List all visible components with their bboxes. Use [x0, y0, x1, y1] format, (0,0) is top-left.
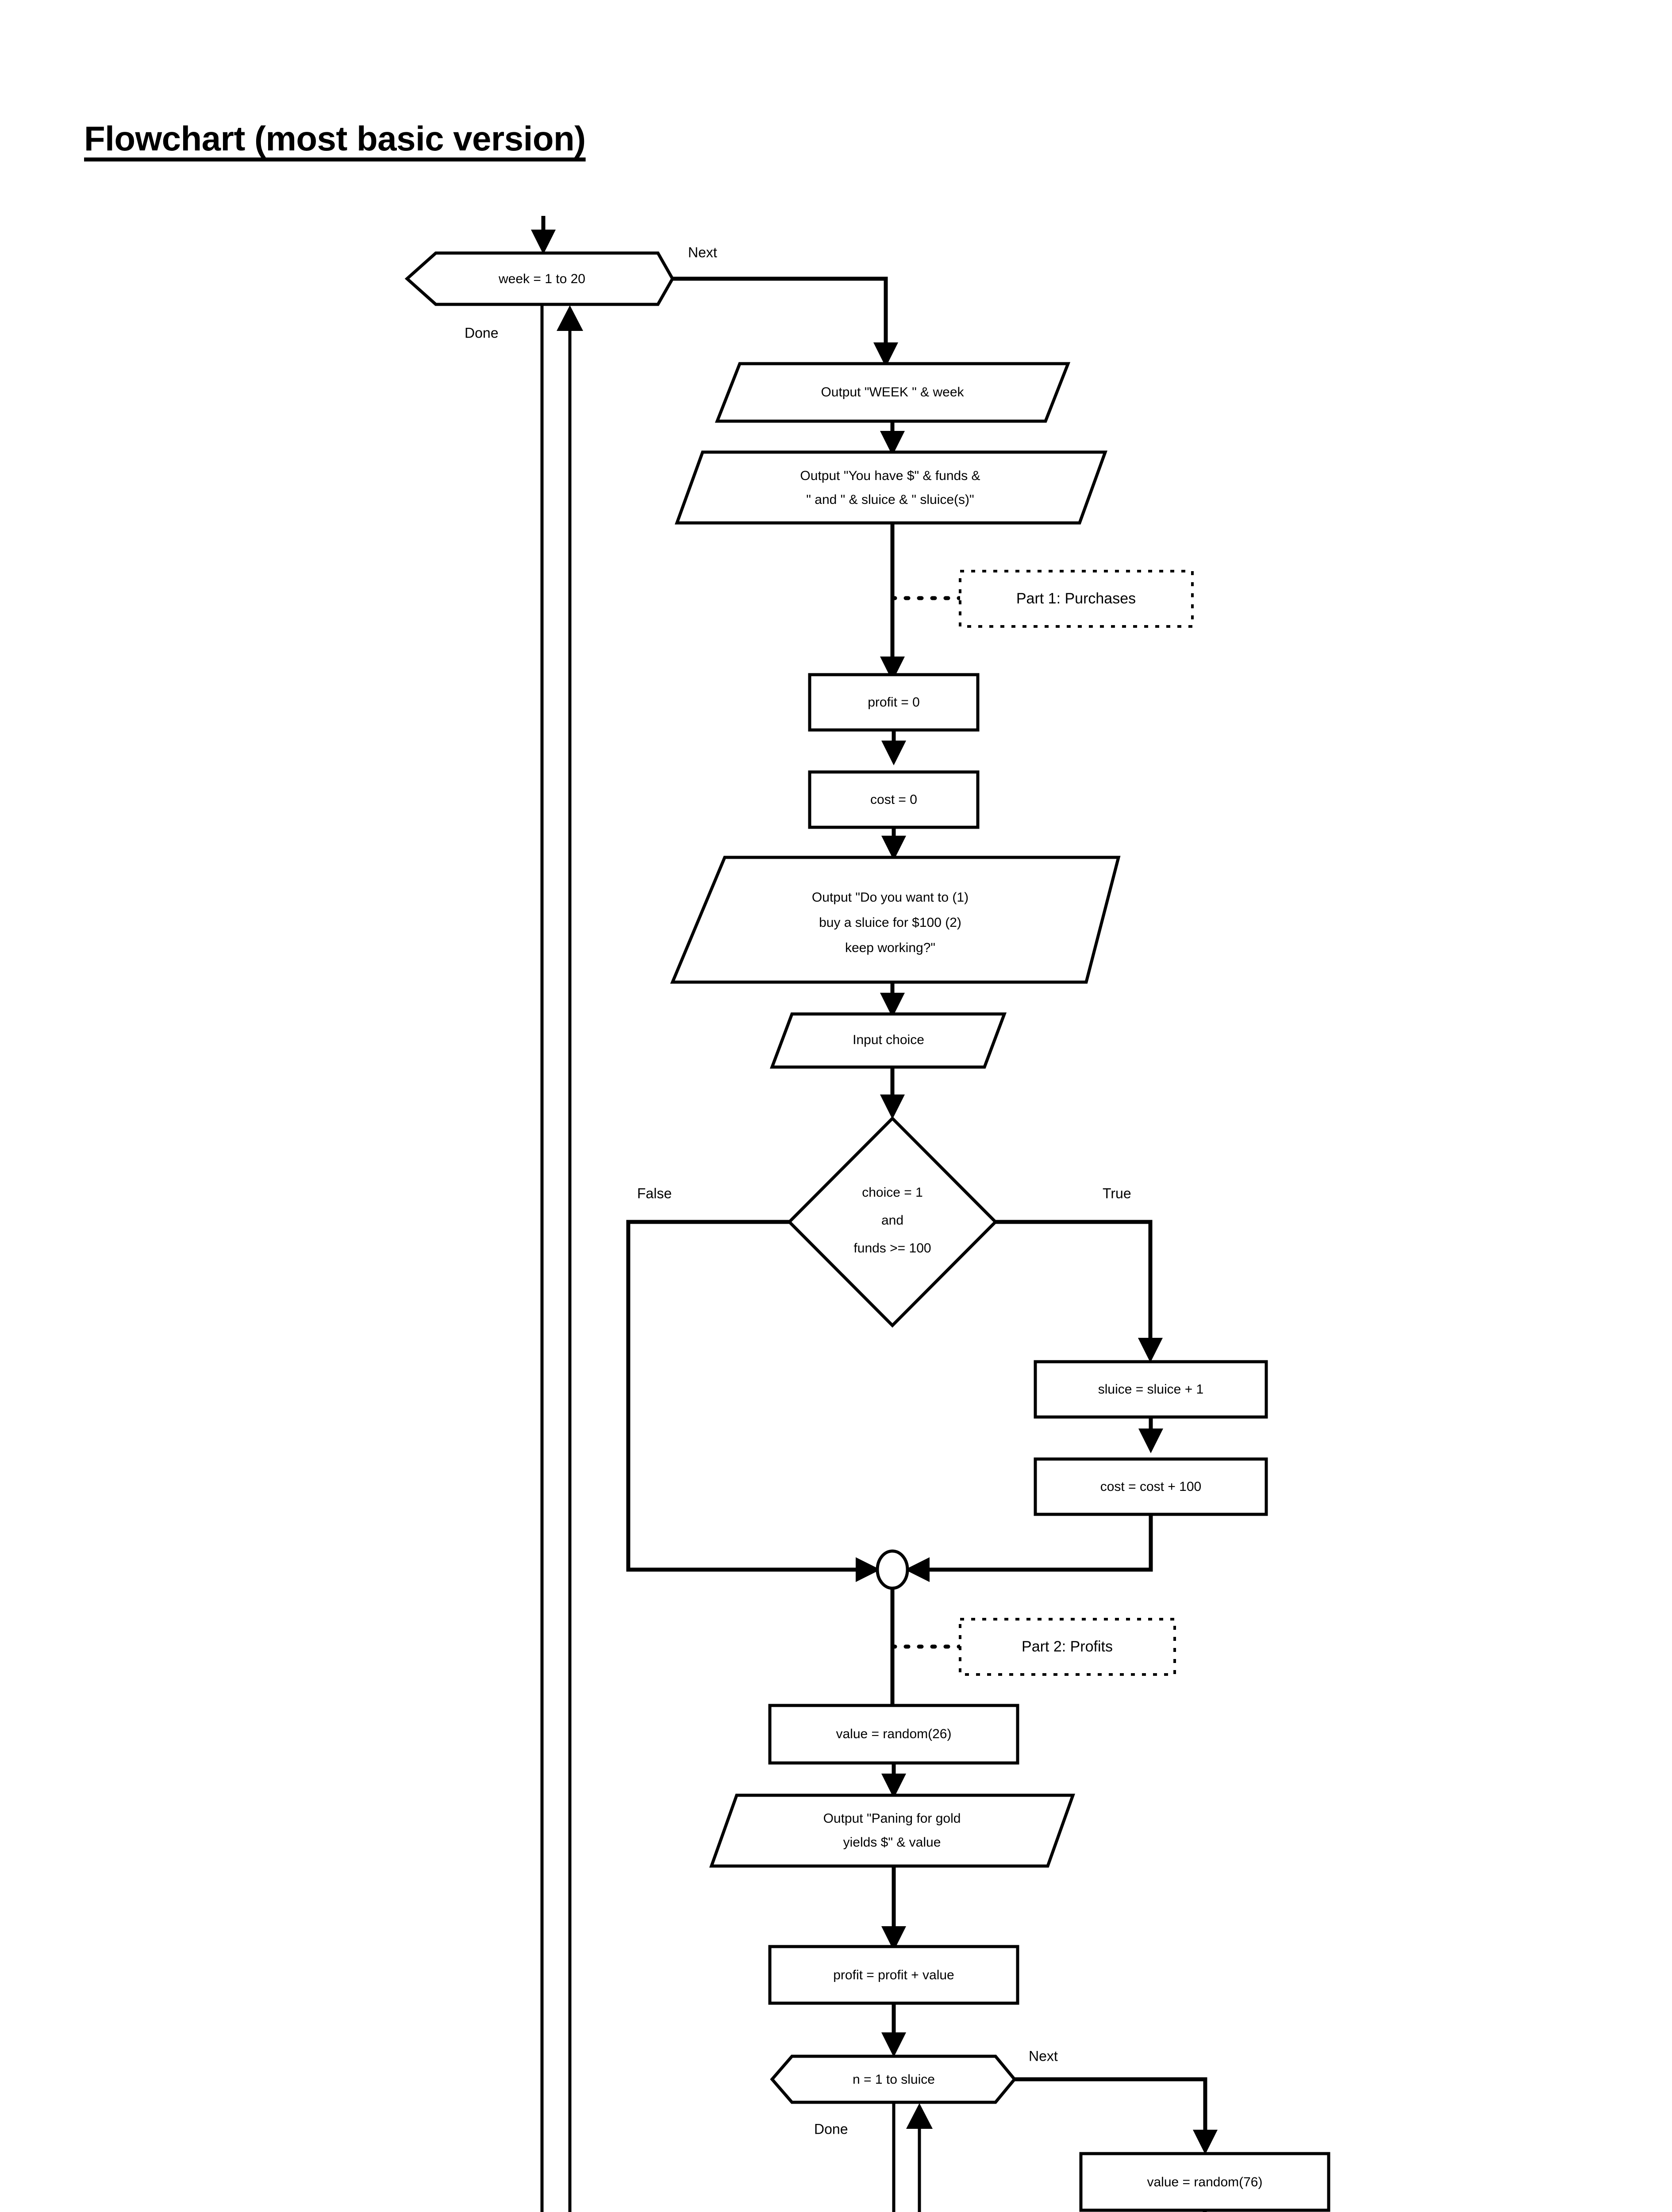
edge-profit-zero-to-cost-zero: [881, 730, 906, 765]
edge-n-loop-return: [906, 2103, 933, 2212]
node-cost-zero-label: cost = 0: [870, 792, 917, 807]
node-out-prompt-label-line1: Output "Do you want to (1): [812, 890, 969, 905]
edge-label-week-next: Next: [688, 244, 717, 260]
node-week-loop[interactable]: week = 1 to 20: [404, 251, 675, 306]
node-input-choice[interactable]: Input choice: [769, 1012, 1007, 1069]
node-n-loop[interactable]: n = 1 to sluice: [770, 2055, 1017, 2104]
page-title: Flowchart (most basic version): [84, 119, 586, 158]
annotation-part2: Part 2: Profits: [890, 1618, 1176, 1676]
edge-out-week-to-out-funds: [880, 421, 905, 456]
annotation-part1: Part 1: Purchases: [890, 570, 1194, 628]
annotation-part2-label: Part 2: Profits: [1022, 1638, 1113, 1655]
node-value-26[interactable]: value = random(26): [768, 1704, 1019, 1765]
node-profit-add-1-label: profit = profit + value: [833, 1968, 954, 1982]
node-profit-zero[interactable]: profit = 0: [808, 673, 980, 732]
edge-out-funds-to-profit-zero: [880, 523, 905, 681]
node-out-funds-label-line2: " and " & sluice & " sluice(s)": [806, 492, 974, 507]
node-decision-label-line3: funds >= 100: [853, 1241, 931, 1256]
node-out-funds-label-line1: Output "You have $" & funds &: [800, 469, 980, 483]
node-cost-add[interactable]: cost = cost + 100: [1034, 1457, 1268, 1516]
edge-cost-zero-to-out-prompt: [881, 827, 906, 860]
edge-week-next-to-out-week: [673, 276, 898, 367]
edge-week-loop-return: [557, 305, 583, 2212]
edge-profit-add-1-to-n-loop: [881, 2003, 906, 2057]
edge-decision-true-to-sluice-inc: [996, 1220, 1163, 1363]
node-out-pan[interactable]: Output "Paning for gold yields $" & valu…: [709, 1793, 1075, 1868]
node-input-choice-label: Input choice: [853, 1033, 924, 1047]
node-cost-zero[interactable]: cost = 0: [808, 770, 980, 829]
edge-out-prompt-to-input-choice: [880, 982, 905, 1018]
node-out-prompt[interactable]: Output "Do you want to (1) buy a sluice …: [670, 856, 1121, 984]
edge-label-decision-true: True: [1103, 1185, 1131, 1201]
edge-value-26-to-out-pan: [881, 1763, 906, 1798]
node-decision-label-line2: and: [881, 1213, 903, 1228]
node-week-loop-label: week = 1 to 20: [498, 272, 585, 286]
edge-n-done-down: [892, 2102, 896, 2212]
edge-sluice-inc-to-cost-add: [1138, 1417, 1163, 1453]
node-value-76[interactable]: value = random(76): [1079, 2152, 1330, 2212]
node-value-26-label: value = random(26): [836, 1727, 952, 1741]
node-n-loop-label: n = 1 to sluice: [853, 2072, 935, 2087]
node-out-week-label: Output "WEEK " & week: [821, 385, 964, 399]
node-out-funds[interactable]: Output "You have $" & funds & " and " & …: [675, 450, 1107, 525]
node-profit-zero-label: profit = 0: [868, 695, 920, 710]
edge-label-n-next: Next: [1029, 2048, 1058, 2064]
node-cost-add-label: cost = cost + 100: [1100, 1479, 1201, 1494]
node-out-prompt-label-line3: keep working?": [845, 941, 935, 955]
node-out-pan-label-line2: yields $" & value: [843, 1835, 941, 1850]
edge-out-pan-to-profit-add-1: [881, 1866, 906, 1951]
edge-label-decision-false: False: [637, 1185, 672, 1201]
node-decision[interactable]: choice = 1 and funds >= 100: [787, 1116, 998, 1328]
node-value-76-label: value = random(76): [1147, 2175, 1263, 2189]
node-out-prompt-label-line2: buy a sluice for $100 (2): [819, 915, 961, 930]
edge-n-next-to-value-76: [1015, 2077, 1218, 2154]
node-out-pan-label-line1: Output "Paning for gold: [823, 1811, 961, 1826]
annotation-part1-label: Part 1: Purchases: [1016, 590, 1136, 607]
edge-decision-false-to-merge: [626, 1220, 880, 1582]
edge-label-n-done: Done: [814, 2121, 848, 2137]
edge-entry-to-week-loop: [531, 216, 556, 254]
edge-cost-add-to-merge: [905, 1514, 1153, 1582]
edge-label-week-done: Done: [465, 325, 499, 341]
edge-input-choice-to-decision: [880, 1067, 905, 1119]
node-sluice-inc[interactable]: sluice = sluice + 1: [1034, 1360, 1268, 1419]
node-decision-label-line1: choice = 1: [862, 1185, 923, 1200]
node-sluice-inc-label: sluice = sluice + 1: [1098, 1382, 1203, 1397]
node-merge-connector: [876, 1549, 909, 1590]
node-profit-add-1[interactable]: profit = profit + value: [768, 1945, 1019, 2005]
node-out-week[interactable]: Output "WEEK " & week: [715, 362, 1071, 423]
